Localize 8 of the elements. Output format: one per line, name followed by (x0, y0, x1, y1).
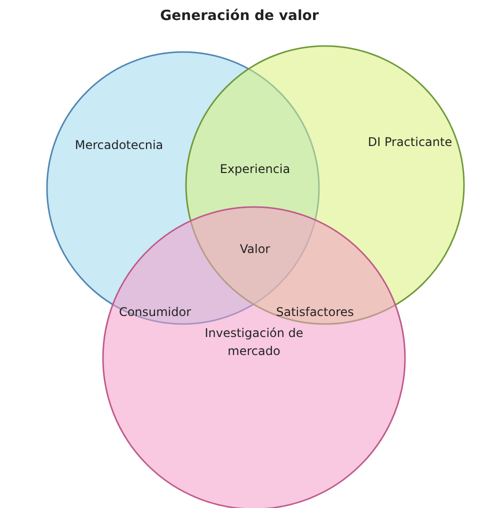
overlap-label: Satisfactores (275, 304, 355, 321)
set-label: Mercadotecnia (74, 137, 164, 154)
overlap-label: Consumidor (118, 304, 192, 321)
set-label: Investigación de mercado (204, 325, 304, 360)
set-label: DI Practicante (366, 134, 454, 151)
overlap-label: Valor (238, 241, 272, 258)
overlap-label: Experiencia (218, 161, 292, 178)
diagram-title: Generación de valor (159, 8, 320, 24)
